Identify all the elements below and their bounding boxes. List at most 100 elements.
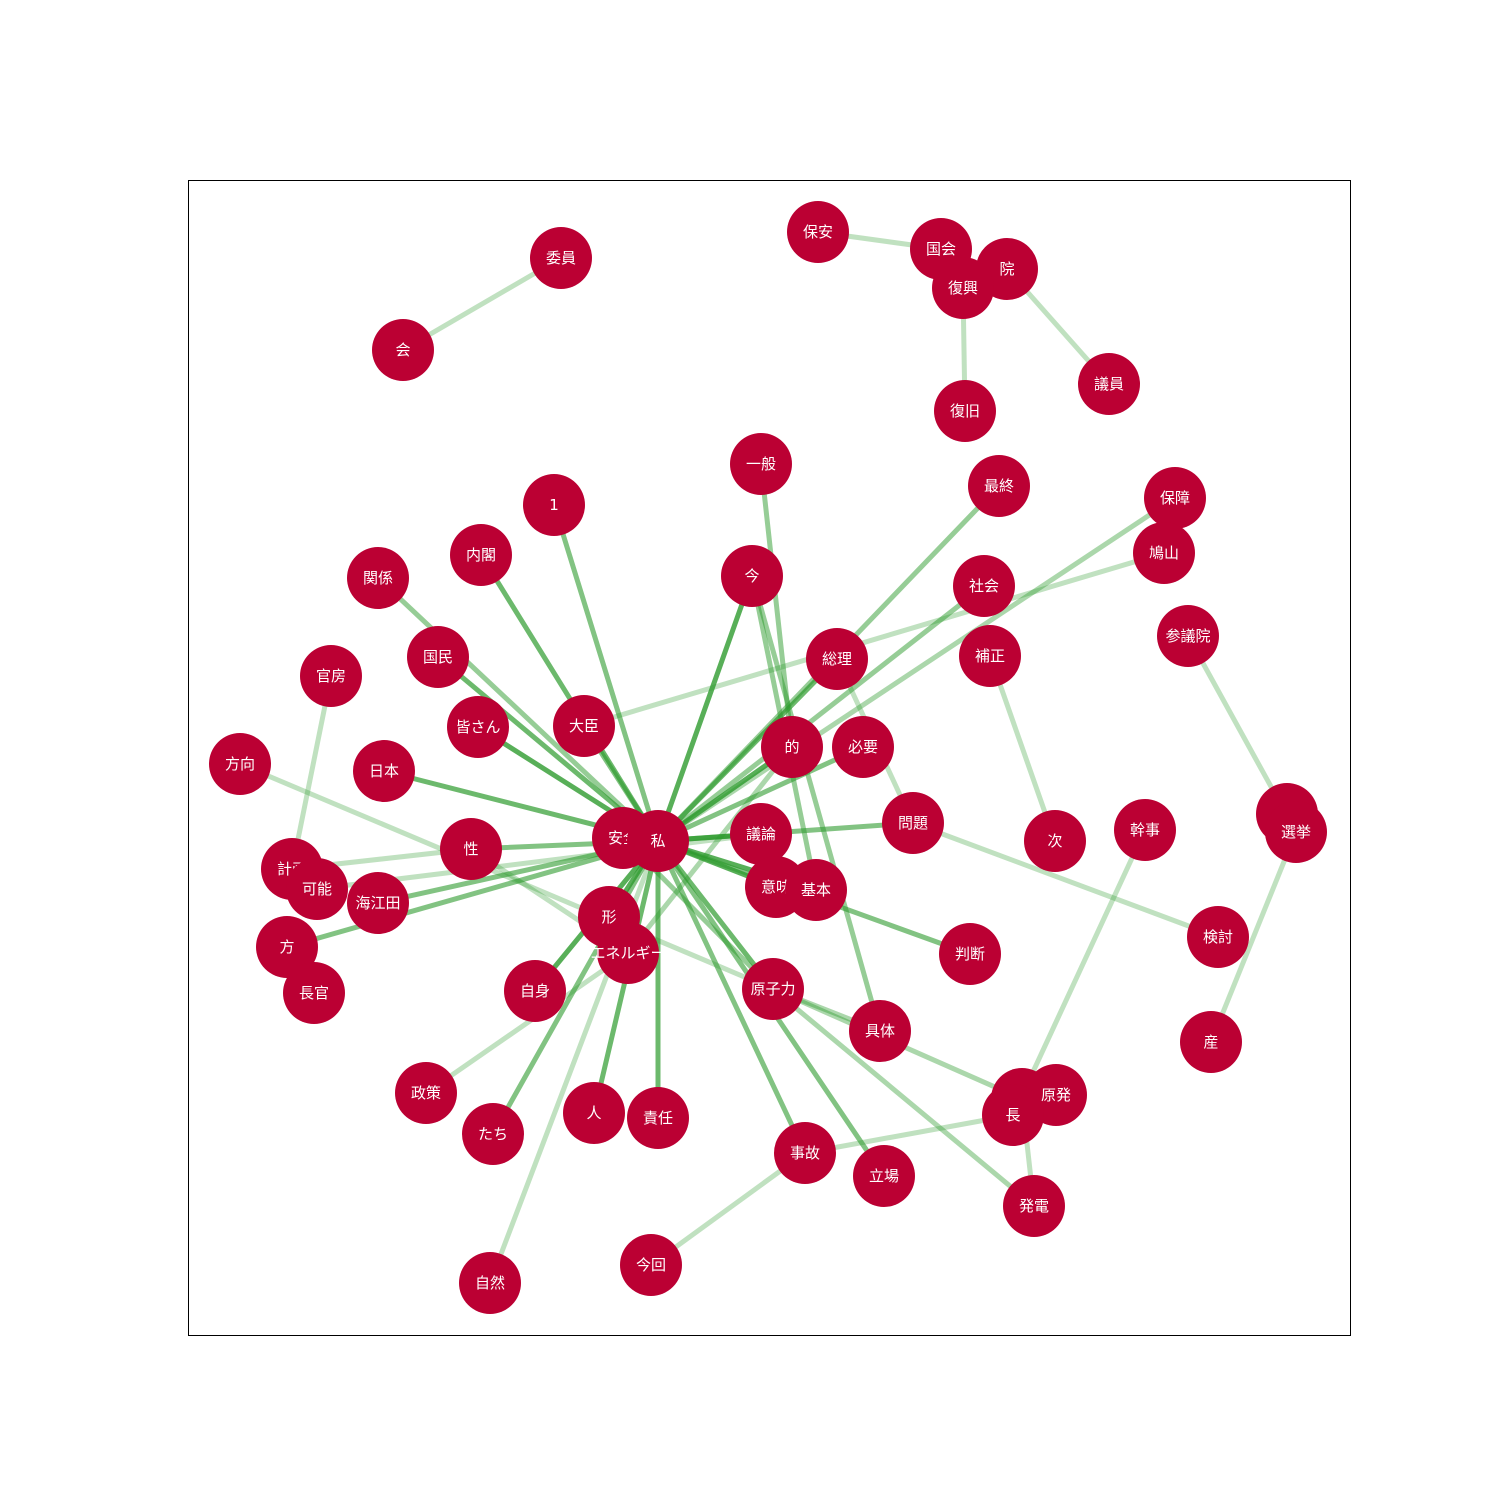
- edge-34: [655, 495, 1178, 844]
- node-label: 総理: [822, 650, 852, 668]
- node-label: 皆さん: [455, 718, 500, 736]
- node-14: 今: [721, 545, 783, 607]
- node-circle: [620, 1234, 682, 1296]
- node-28: 問題: [882, 792, 944, 854]
- node-label: 関係: [363, 569, 393, 587]
- node-11: 鳩山: [1133, 522, 1195, 584]
- edge-40: [581, 550, 1167, 729]
- node-label: 方: [279, 938, 294, 956]
- node-circle: [256, 916, 318, 978]
- node-circle: [953, 555, 1015, 617]
- node-label: 会: [395, 341, 410, 359]
- node-circle: [530, 227, 592, 289]
- node-label: 私: [650, 832, 665, 850]
- node-circle: [347, 547, 409, 609]
- node-label: 国民: [423, 648, 453, 666]
- edge-48: [987, 653, 1058, 844]
- edge-50: [1208, 829, 1299, 1045]
- node-circle: [849, 1000, 911, 1062]
- node-label: 選挙: [1281, 823, 1311, 841]
- node-51: 産: [1180, 1011, 1242, 1073]
- node-circle: [209, 733, 271, 795]
- node-label: 可能: [302, 880, 332, 898]
- node-59: 事故: [774, 1122, 836, 1184]
- node-circle: [1003, 1175, 1065, 1237]
- node-circle: [553, 695, 615, 757]
- node-circle: [787, 201, 849, 263]
- node-label: 発電: [1019, 1197, 1049, 1215]
- node-43: 判断: [939, 923, 1001, 985]
- node-12: 1: [523, 474, 585, 536]
- node-label: 具体: [865, 1022, 895, 1040]
- node-39: 海江田: [347, 872, 409, 934]
- node-label: 長官: [299, 984, 329, 1002]
- node-label: 自然: [475, 1274, 505, 1292]
- node-circle: [407, 626, 469, 688]
- node-62: 今回: [620, 1234, 682, 1296]
- node-circle: [1157, 605, 1219, 667]
- node-label: 問題: [898, 814, 928, 832]
- node-label: 長: [1005, 1106, 1020, 1124]
- node-circle: [459, 1252, 521, 1314]
- node-9: 最終: [968, 455, 1030, 517]
- plot-frame: [188, 180, 1351, 1336]
- node-label: 国会: [926, 240, 956, 258]
- node-circle: [785, 859, 847, 921]
- node-circle: [832, 716, 894, 778]
- node-35: 議論: [730, 803, 792, 865]
- node-circle: [1180, 1011, 1242, 1073]
- node-20: 総理: [806, 628, 868, 690]
- node-circle: [440, 818, 502, 880]
- node-circle: [597, 922, 659, 984]
- node-49: 長官: [283, 962, 345, 1024]
- node-63: 自然: [459, 1252, 521, 1314]
- node-1: 会: [372, 319, 434, 381]
- node-circle: [447, 696, 509, 758]
- node-label: 議論: [746, 825, 776, 843]
- node-label: 一般: [746, 455, 776, 473]
- node-label: 次: [1047, 832, 1062, 850]
- node-label: エネルギー: [590, 944, 665, 962]
- node-label: 原子力: [750, 980, 795, 998]
- node-label: 原発: [1041, 1086, 1071, 1104]
- node-label: 議員: [1094, 375, 1124, 393]
- node-label: 官房: [316, 667, 346, 685]
- node-label: 最終: [984, 477, 1014, 495]
- edge-58: [648, 1150, 808, 1268]
- node-circle: [286, 858, 348, 920]
- node-label: 1: [549, 496, 559, 514]
- node-45: 方: [256, 916, 318, 978]
- node-24: 的: [761, 716, 823, 778]
- node-label: 参議院: [1165, 627, 1210, 645]
- edge-54: [770, 986, 1037, 1209]
- node-circle: [1078, 353, 1140, 415]
- edge-52: [910, 820, 1221, 940]
- edge-8: [375, 575, 661, 844]
- node-34: 私: [627, 810, 689, 872]
- node-52: 政策: [395, 1062, 457, 1124]
- node-label: 保障: [1160, 489, 1190, 507]
- node-circle: [462, 1103, 524, 1165]
- node-label: 補正: [975, 647, 1005, 665]
- node-44: 検討: [1187, 906, 1249, 968]
- node-label: 立場: [869, 1167, 899, 1185]
- node-label: 海江田: [355, 894, 400, 912]
- node-circle: [347, 872, 409, 934]
- node-circle: [982, 1084, 1044, 1146]
- node-19: 国民: [407, 626, 469, 688]
- node-27: 日本: [353, 740, 415, 802]
- node-circle: [934, 380, 996, 442]
- edge-28: [655, 838, 808, 1156]
- node-circle: [1114, 799, 1176, 861]
- node-layer: 委員会保安国会院復興議員復旧一般最終保障鳩山1内閣今社会関係参議院補正国民総理官…: [209, 201, 1327, 1314]
- node-46: エネルギー: [590, 922, 666, 984]
- node-48: 原子力: [742, 958, 804, 1020]
- node-25: 必要: [832, 716, 894, 778]
- edge-57: [802, 1112, 1016, 1156]
- node-circle: [1133, 522, 1195, 584]
- node-label: 産: [1203, 1033, 1218, 1051]
- edge-32: [655, 583, 987, 844]
- node-label: 幹事: [1130, 821, 1160, 839]
- node-22: 皆さん: [447, 696, 509, 758]
